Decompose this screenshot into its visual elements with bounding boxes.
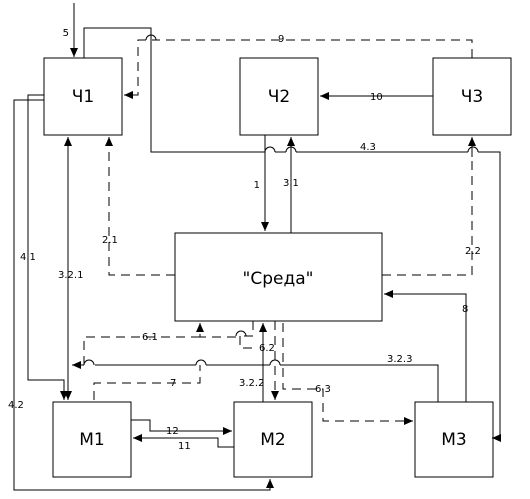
edge-2-1: 2.1 bbox=[102, 137, 175, 276]
block-m3: М3 bbox=[414, 401, 494, 478]
edge-8-label: 8 bbox=[462, 304, 468, 315]
edge-4-3-label: 4.3 bbox=[360, 142, 376, 153]
block-m3-label: М3 bbox=[441, 430, 466, 450]
edge-7: 7 bbox=[93, 365, 201, 400]
edge-6-1-label: 6.1 bbox=[142, 332, 158, 343]
edge-4-1: 4.1 bbox=[20, 94, 68, 400]
edge-6-2-label: 6.2 bbox=[259, 343, 275, 354]
edge-3-1: 3.1 bbox=[283, 137, 299, 233]
edge-2-2-label: 2.2 bbox=[465, 246, 481, 257]
edge-6-3-label: 6.3 bbox=[315, 384, 331, 395]
block-ch2: Ч2 bbox=[239, 57, 319, 136]
edge-4-3: 4.3 bbox=[83, 27, 501, 442]
block-sreda: "Среда" bbox=[174, 232, 383, 322]
edge-12: 12 bbox=[131, 419, 232, 437]
edge-6-3: 6.3 bbox=[282, 323, 413, 425]
block-ch1: Ч1 bbox=[43, 57, 123, 136]
block-ch3: Ч3 bbox=[432, 57, 512, 136]
edge-6-1: 6.1 bbox=[83, 323, 236, 365]
edge-5: 5 bbox=[63, 3, 78, 57]
edge-2-1-label: 2.1 bbox=[102, 235, 118, 246]
edge-3-2-1: 3.2.1 bbox=[58, 137, 83, 400]
edge-6-2: 6.2 bbox=[235, 321, 275, 354]
edge-11: 11 bbox=[133, 434, 234, 452]
edge-2-2: 2.2 bbox=[382, 137, 481, 276]
edge-3-1-label: 3.1 bbox=[283, 178, 299, 189]
edge-8: 8 bbox=[384, 290, 468, 402]
edge-3-2-3-label: 3.2.3 bbox=[387, 354, 412, 365]
edge-5-label: 5 bbox=[63, 28, 69, 39]
edge-4-2-label: 4.2 bbox=[8, 400, 24, 411]
block-sreda-label: "Среда" bbox=[243, 269, 314, 289]
block-m2-label: М2 bbox=[260, 430, 285, 450]
block-m2: М2 bbox=[233, 401, 313, 478]
edge-9-label: 9 bbox=[278, 34, 284, 45]
block-m1-label: М1 bbox=[79, 430, 104, 450]
edge-1-label: 1 bbox=[254, 180, 260, 191]
block-m1: М1 bbox=[52, 401, 132, 478]
edge-7-label: 7 bbox=[170, 378, 176, 389]
edge-3-2-3: 3.2.3 bbox=[72, 354, 439, 402]
edge-12-label: 12 bbox=[166, 426, 179, 437]
edge-10: 10 bbox=[320, 92, 433, 103]
block-ch2-label: Ч2 bbox=[268, 87, 290, 107]
edge-3-2-1-label: 3.2.1 bbox=[58, 270, 83, 281]
edge-4-1-label: 4.1 bbox=[20, 252, 36, 263]
edge-3-2-2: 3.2.2 bbox=[239, 323, 267, 402]
block-ch3-label: Ч3 bbox=[461, 87, 483, 107]
block-ch1-label: Ч1 bbox=[72, 87, 94, 107]
edge-1: 1 bbox=[254, 135, 269, 231]
edge-9: 9 bbox=[124, 34, 473, 99]
edge-11-label: 11 bbox=[178, 441, 191, 452]
edge-10-label: 10 bbox=[370, 92, 383, 103]
edge-4-2: 4.2 bbox=[8, 99, 274, 491]
edge-3-2-2-label: 3.2.2 bbox=[239, 378, 264, 389]
